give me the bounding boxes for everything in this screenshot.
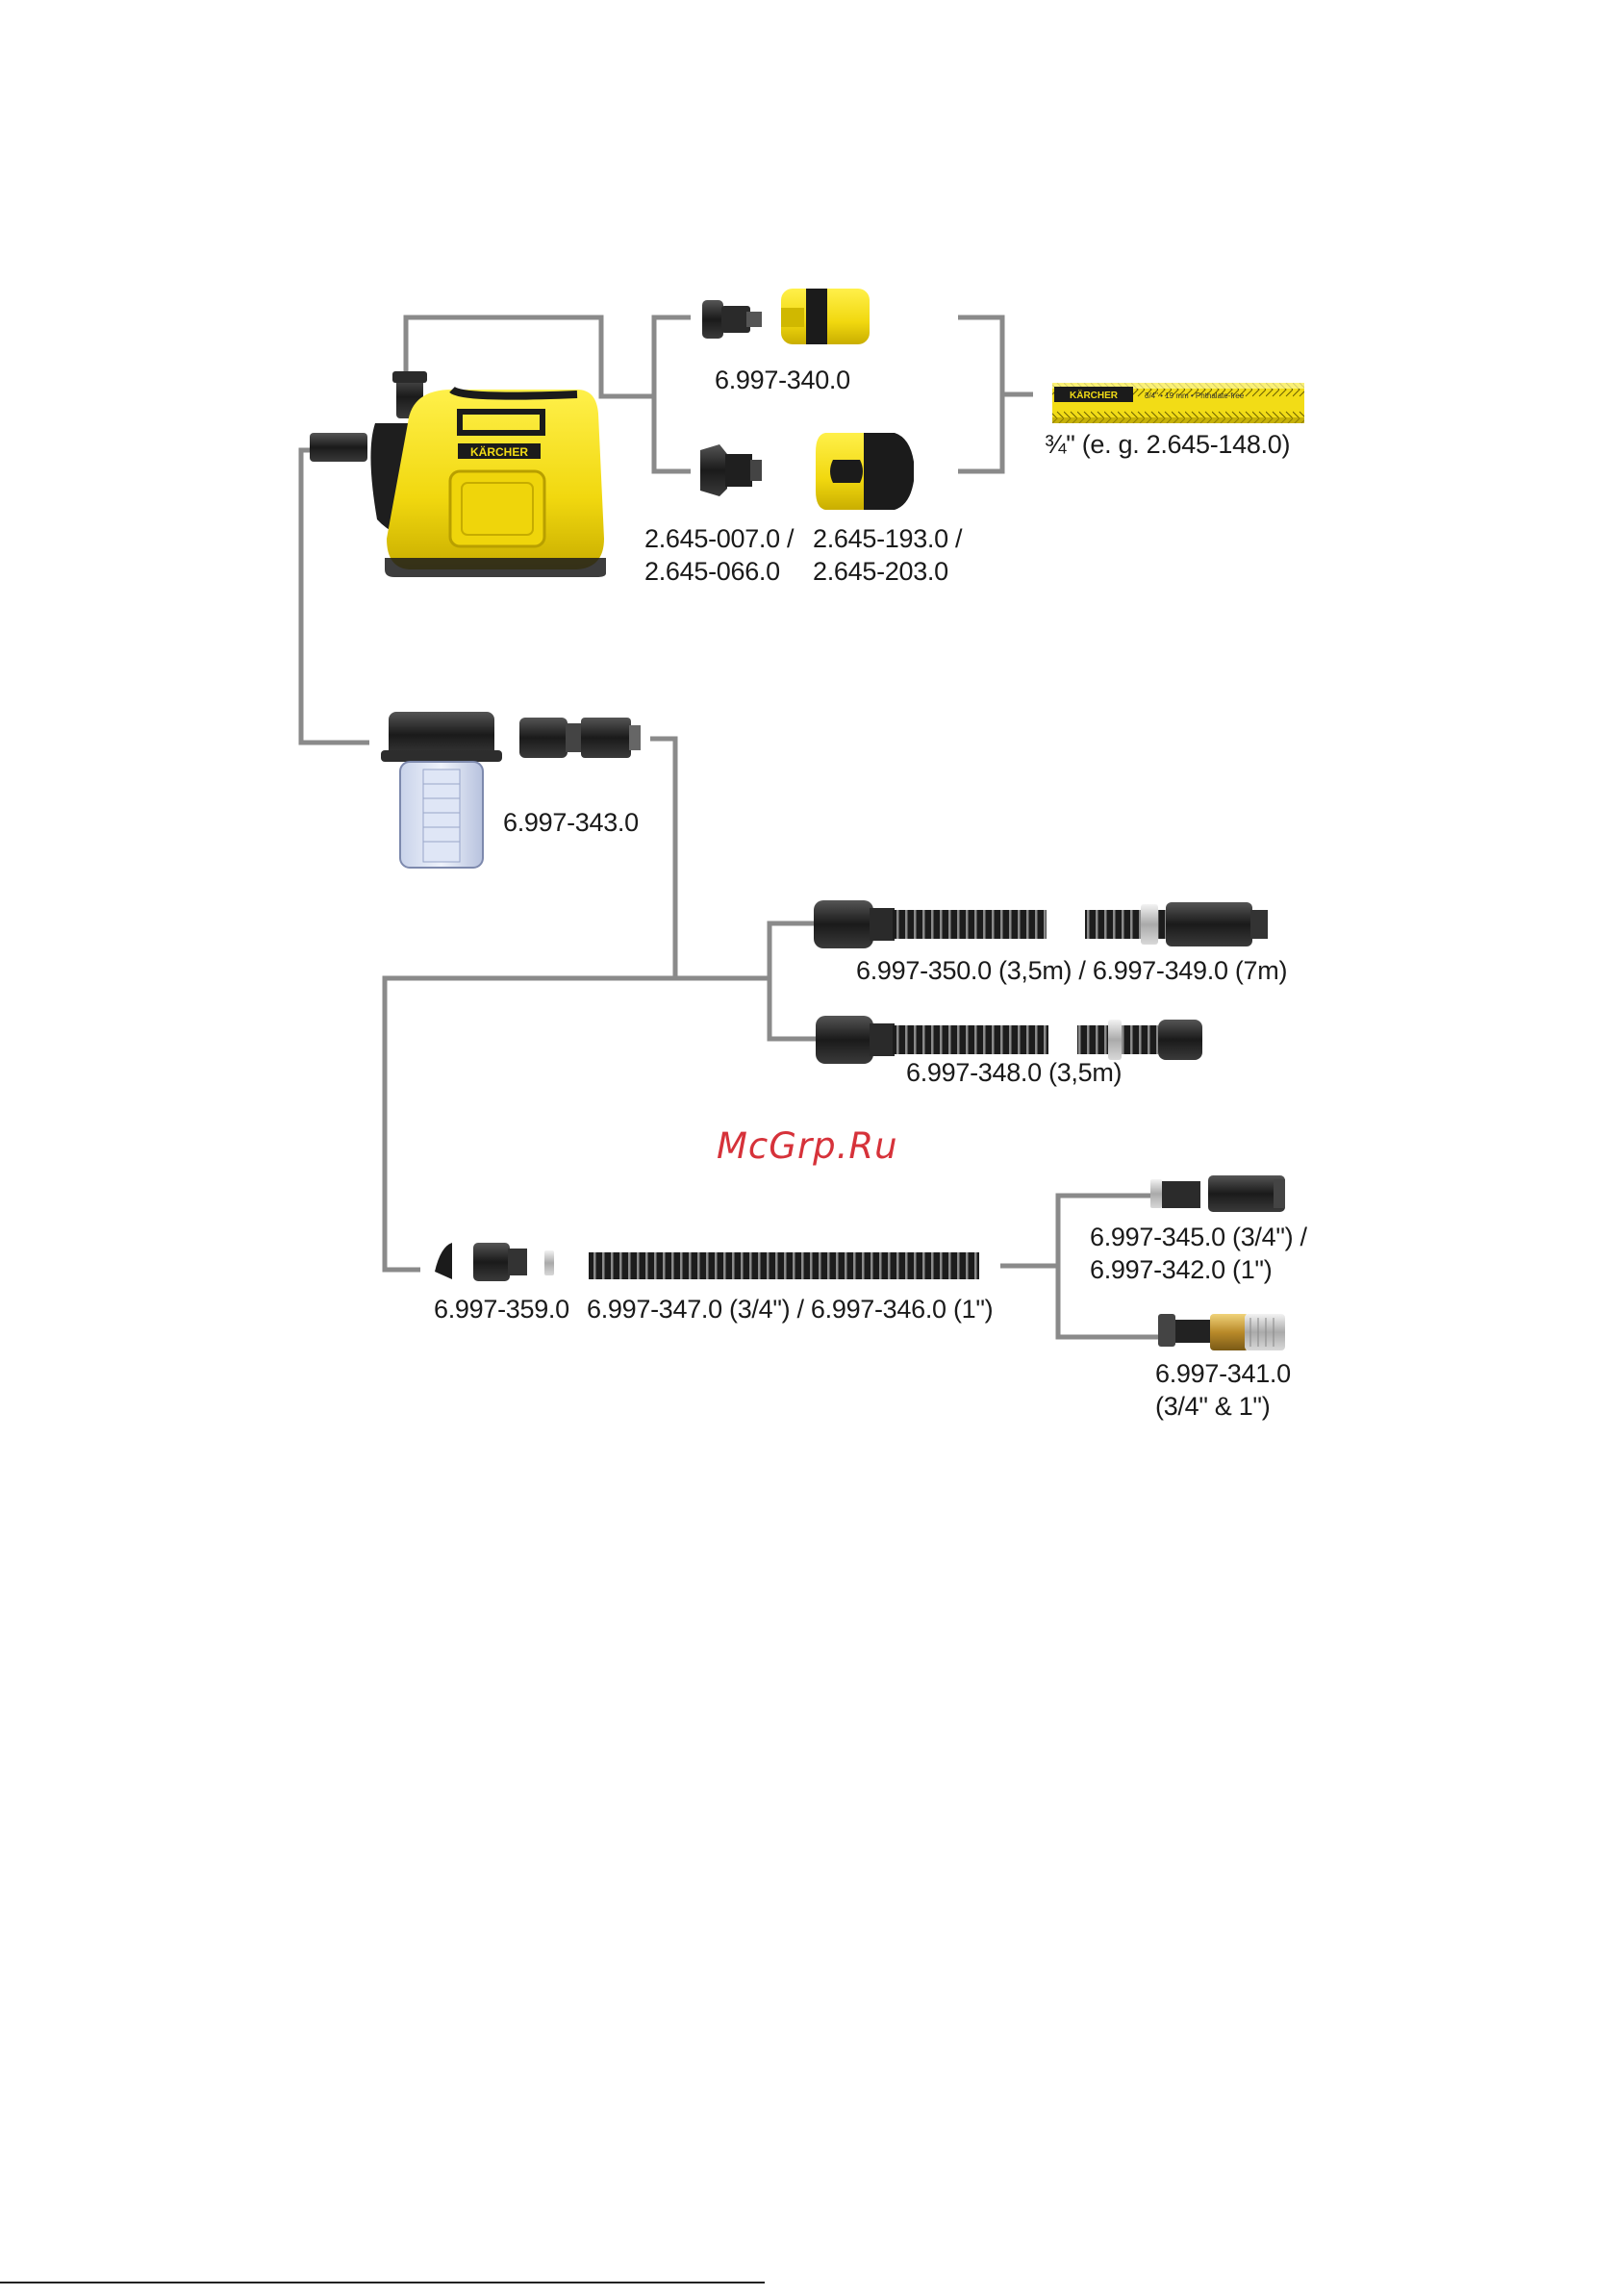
label-tap-adapter: 2.645-007.0 / 2.645-066.0 (644, 524, 795, 586)
label-suction-hose-set-b: 6.997-348.0 (3,5m) (906, 1058, 1123, 1087)
label-hose-connector: 2.645-193.0 / 2.645-203.0 (813, 524, 963, 586)
line-prefilter (382, 736, 678, 1273)
coupling-set-part (702, 289, 870, 344)
connector-lines (298, 315, 1161, 1340)
garden-hose-part: KÄRCHER 3/4" • 19 mm • Phthalate-free (1052, 383, 1304, 423)
suction-filter-brass-part (1158, 1314, 1285, 1350)
hose-connector-part (816, 433, 914, 510)
hose-print-text: KÄRCHER (1070, 389, 1119, 401)
tap-adapter-part (700, 444, 762, 496)
footer-rule (0, 2282, 765, 2283)
prefilter-nipple-part (519, 718, 641, 758)
line-filter-bracket (1055, 1193, 1161, 1340)
hose-spec-text: 3/4" • 19 mm • Phthalate-free (1145, 391, 1245, 400)
line-pump-left (298, 447, 369, 745)
line-pump-top (403, 315, 654, 399)
suction-hose-part (589, 1252, 979, 1279)
suction-filter-part (1150, 1175, 1285, 1212)
label-suction-filter-brass: 6.997-341.0 (3/4" & 1") (1155, 1359, 1291, 1421)
label-suction-hose: 6.997-347.0 (3/4") / 6.997-346.0 (1") (587, 1295, 994, 1324)
label-prefilter: 6.997-343.0 (503, 808, 639, 837)
line-hose-bracket (958, 315, 1005, 474)
label-garden-hose: ¾" (e. g. 2.645-148.0) (1045, 430, 1291, 459)
label-suction-filter: 6.997-345.0 (3/4") / 6.997-342.0 (1") (1090, 1223, 1307, 1284)
label-coupling-set: 6.997-340.0 (715, 366, 850, 394)
prefilter-part (381, 712, 502, 869)
pump-logo: KÄRCHER (470, 444, 528, 459)
suction-hose-set-b-part (816, 1016, 1202, 1064)
connector-set-part (435, 1243, 554, 1281)
line-hose-sets-bracket (767, 921, 816, 1042)
watermark: McGrp.Ru (717, 1125, 898, 1167)
garden-pump: KÄRCHER (310, 371, 606, 577)
label-suction-hose-set-a: 6.997-350.0 (3,5m) / 6.997-349.0 (7m) (856, 956, 1288, 985)
label-connector-set: 6.997-359.0 (434, 1295, 569, 1324)
line-upper-branch (651, 315, 691, 474)
suction-hose-set-a-part (814, 900, 1268, 948)
